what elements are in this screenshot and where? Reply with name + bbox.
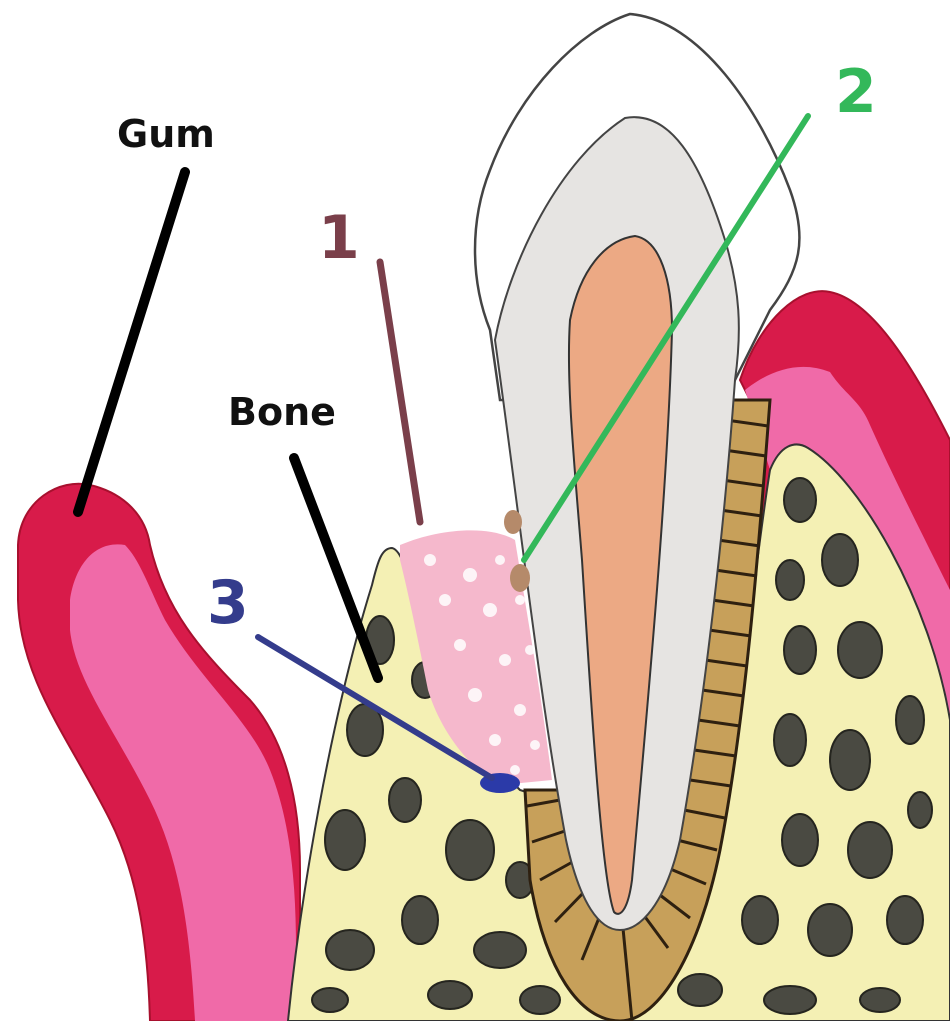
marker-2-label: 2	[835, 57, 877, 127]
marker-3-label: 3	[207, 568, 249, 638]
gum-label: Gum	[117, 112, 215, 156]
bone-label: Bone	[228, 390, 336, 434]
marker-1-label: 1	[318, 203, 360, 273]
